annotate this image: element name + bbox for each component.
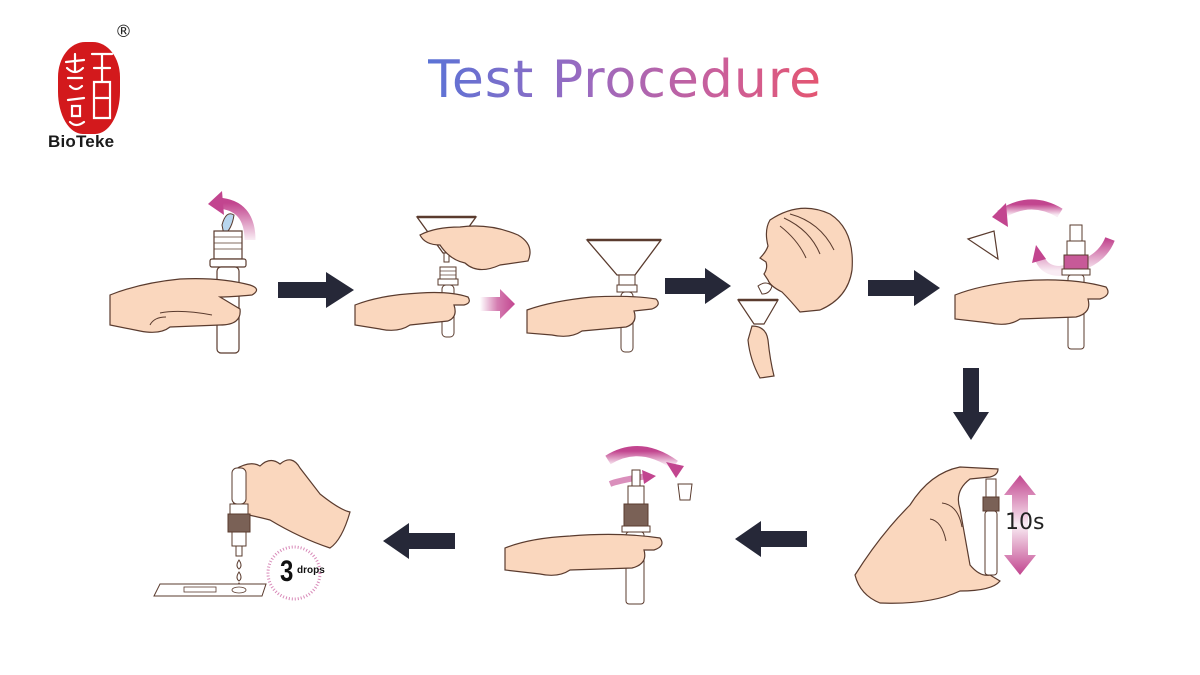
step-5-cap-tube: [950, 195, 1120, 355]
page-title-text: Test Procedure: [427, 50, 823, 110]
step-3-funnel-on-tube: [522, 235, 667, 365]
step-2-attach-funnel: [350, 205, 535, 350]
step-1-uncap-tube: [100, 185, 270, 360]
page-title: Test Procedure: [0, 50, 1200, 110]
flow-arrow-left-icon: [735, 521, 807, 561]
seal-icon: [58, 42, 120, 134]
brand-name: BioTeke: [48, 132, 115, 151]
duration-label: 10s: [1005, 510, 1045, 535]
drops-count: 3: [280, 555, 294, 588]
step-6-squeeze-tube: [850, 465, 1050, 615]
flow-arrow-right-icon: [278, 272, 354, 312]
flow-arrow-right-icon: [868, 270, 940, 310]
step-7-twist-tip: [500, 440, 700, 610]
step-8-dispense-drops: [150, 450, 360, 605]
step-4-spit-saliva: [730, 200, 860, 385]
flow-arrow-right-icon: [665, 268, 731, 308]
drops-badge: 3 drops: [262, 545, 326, 601]
bioteke-logo: ® BioTeke: [40, 20, 160, 160]
drops-label: drops: [297, 565, 325, 576]
registered-mark: ®: [115, 22, 132, 42]
flow-arrow-left-icon: [383, 523, 455, 563]
squeeze-arrow-icon: [1004, 475, 1036, 575]
pink-arrow-right-icon: [480, 289, 515, 319]
flow-arrow-down-icon: [953, 368, 989, 444]
